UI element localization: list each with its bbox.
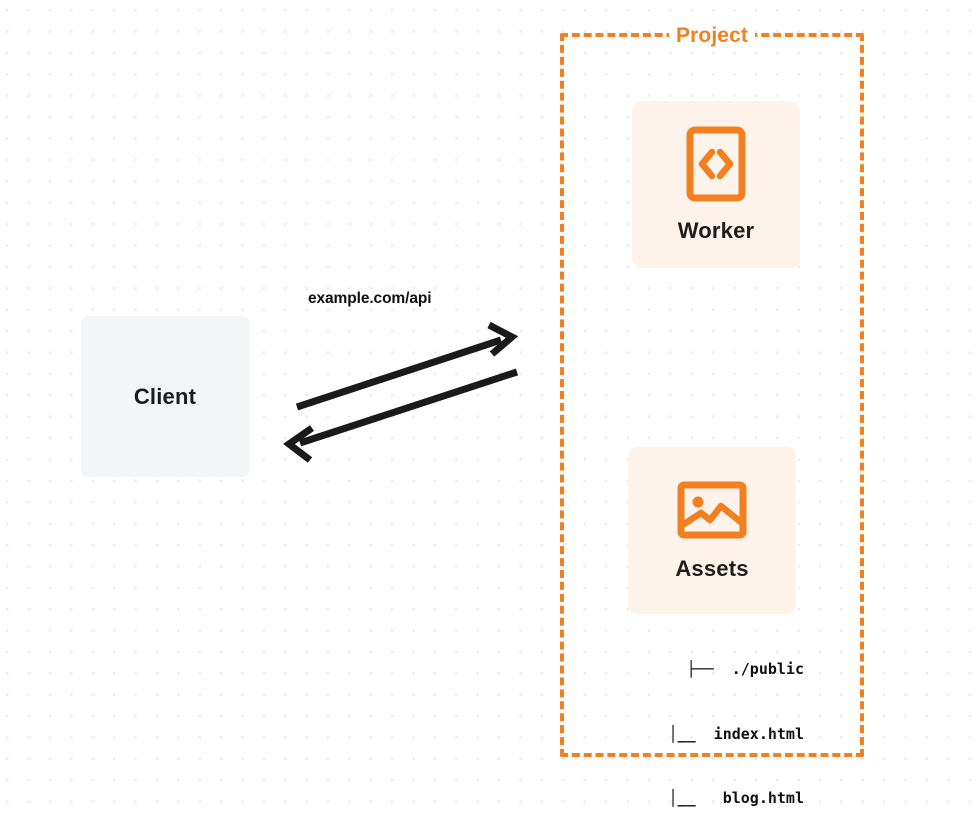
- image-icon: [677, 481, 747, 538]
- project-group: Project: [560, 24, 864, 757]
- file-tree-row: │__ blog.html: [668, 789, 804, 807]
- response-arrow-icon: [283, 368, 519, 463]
- assets-label: Assets: [675, 555, 749, 581]
- request-arrow-icon: [295, 321, 519, 411]
- client-node[interactable]: Client: [81, 316, 249, 477]
- client-label: Client: [133, 383, 197, 409]
- assets-card[interactable]: Assets: [628, 447, 796, 614]
- file-tree-row: │__ index.html: [668, 724, 804, 743]
- asset-file-tree: ├── ./public │__ index.html │__ blog.htm…: [606, 616, 804, 818]
- file-tree-row: ├── ./public: [686, 660, 804, 678]
- code-brackets-icon: [686, 126, 746, 201]
- project-title: Project: [669, 24, 755, 48]
- worker-label: Worker: [677, 217, 755, 243]
- worker-card[interactable]: Worker: [632, 101, 800, 268]
- connection-label: example.com/api: [308, 290, 432, 307]
